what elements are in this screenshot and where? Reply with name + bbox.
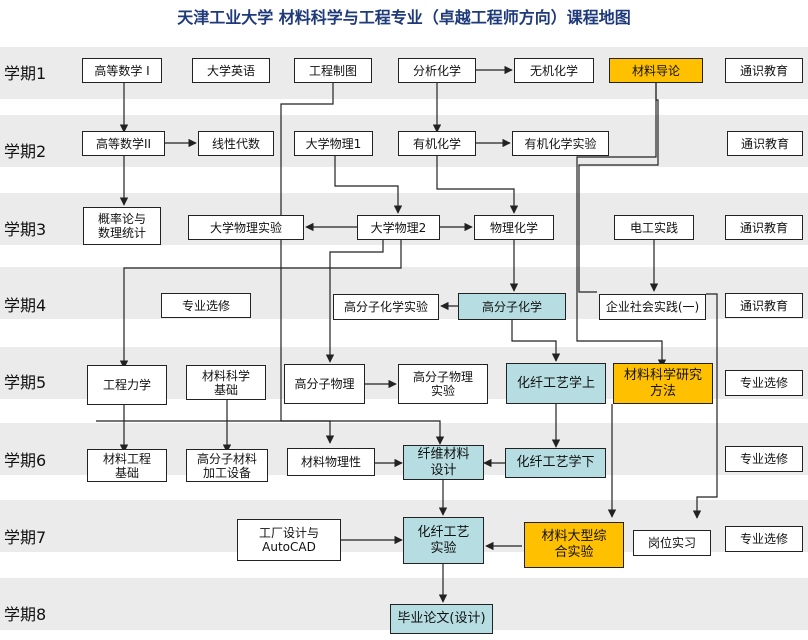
course-fiber-technology-1: 化纤工艺学上: [506, 363, 606, 404]
semester-label-3: 学期3: [4, 220, 47, 239]
course-factory-design-autocad: 工厂设计与 AutoCAD: [237, 519, 341, 561]
course-physical-chemistry: 物理化学: [474, 215, 554, 240]
course-engineering-drawing: 工程制图: [294, 58, 372, 83]
course-engineering-mechanics: 工程力学: [87, 365, 167, 405]
course-materials-introduction: 材料导论: [609, 58, 703, 83]
course-enterprise-practice-1: 企业社会实践(一): [599, 294, 706, 320]
course-college-physics-1: 大学物理1: [294, 131, 373, 156]
course-polymer-physics-lab: 高分子物理 实验: [398, 364, 488, 404]
course-job-internship: 岗位实习: [633, 530, 711, 556]
course-polymer-chemistry: 高分子化学: [458, 293, 566, 320]
course-fiber-technology-lab: 化纤工艺 实验: [403, 517, 484, 564]
course-general-education-1: 通识教育: [725, 58, 803, 83]
course-advanced-math-1: 高等数学 I: [82, 58, 162, 83]
course-inorganic-chemistry: 无机化学: [514, 58, 594, 83]
course-organic-chemistry-lab: 有机化学实验: [512, 131, 609, 156]
semester-label-7: 学期7: [4, 528, 47, 547]
course-probability-statistics: 概率论与 数理统计: [83, 207, 161, 245]
course-college-english: 大学英语: [192, 58, 270, 83]
course-organic-chemistry: 有机化学: [398, 131, 476, 156]
course-advanced-math-2: 高等数学II: [82, 131, 165, 156]
semester-label-4: 学期4: [4, 296, 47, 315]
course-physics-lab: 大学物理实验: [188, 215, 304, 240]
semester-label-6: 学期6: [4, 451, 47, 470]
course-polymer-chemistry-lab: 高分子化学实验: [333, 294, 439, 320]
course-specialized-elective-4: 专业选修: [161, 293, 251, 318]
course-general-education-3: 通识教育: [725, 215, 803, 240]
course-fiber-technology-2: 化纤工艺学下: [505, 448, 606, 478]
course-specialized-elective-7: 专业选修: [725, 526, 803, 552]
course-analytical-chemistry: 分析化学: [398, 58, 476, 83]
semester-label-8: 学期8: [4, 605, 47, 624]
course-specialized-elective-6: 专业选修: [725, 446, 803, 472]
course-materials-physical-properties: 材料物理性: [287, 448, 375, 476]
page-title: 天津工业大学 材料科学与工程专业（卓越工程师方向）课程地图: [177, 8, 631, 27]
semester-label-2: 学期2: [4, 142, 47, 161]
course-materials-science-fundamentals: 材料科学 基础: [186, 365, 266, 400]
course-general-education-2: 通识教育: [727, 131, 803, 156]
course-college-physics-2: 大学物理2: [357, 215, 440, 240]
course-fiber-materials-design: 纤维材料 设计: [403, 445, 484, 480]
course-polymer-processing-equipment: 高分子材料 加工设备: [186, 449, 268, 482]
course-comprehensive-materials-lab: 材料大型综 合实验: [524, 522, 624, 568]
course-general-education-4: 通识教育: [725, 293, 803, 318]
semester-label-1: 学期1: [4, 64, 47, 83]
semester-label-5: 学期5: [4, 373, 47, 392]
course-polymer-physics: 高分子物理: [284, 364, 365, 404]
course-materials-research-methods: 材料科学研究 方法: [613, 363, 713, 404]
course-graduation-thesis: 毕业论文(设计): [390, 604, 493, 634]
course-specialized-elective-5: 专业选修: [725, 370, 803, 396]
course-linear-algebra: 线性代数: [198, 131, 274, 156]
course-materials-engineering-fundamentals: 材料工程 基础: [87, 449, 167, 482]
course-electrical-practice: 电工实践: [614, 215, 694, 240]
